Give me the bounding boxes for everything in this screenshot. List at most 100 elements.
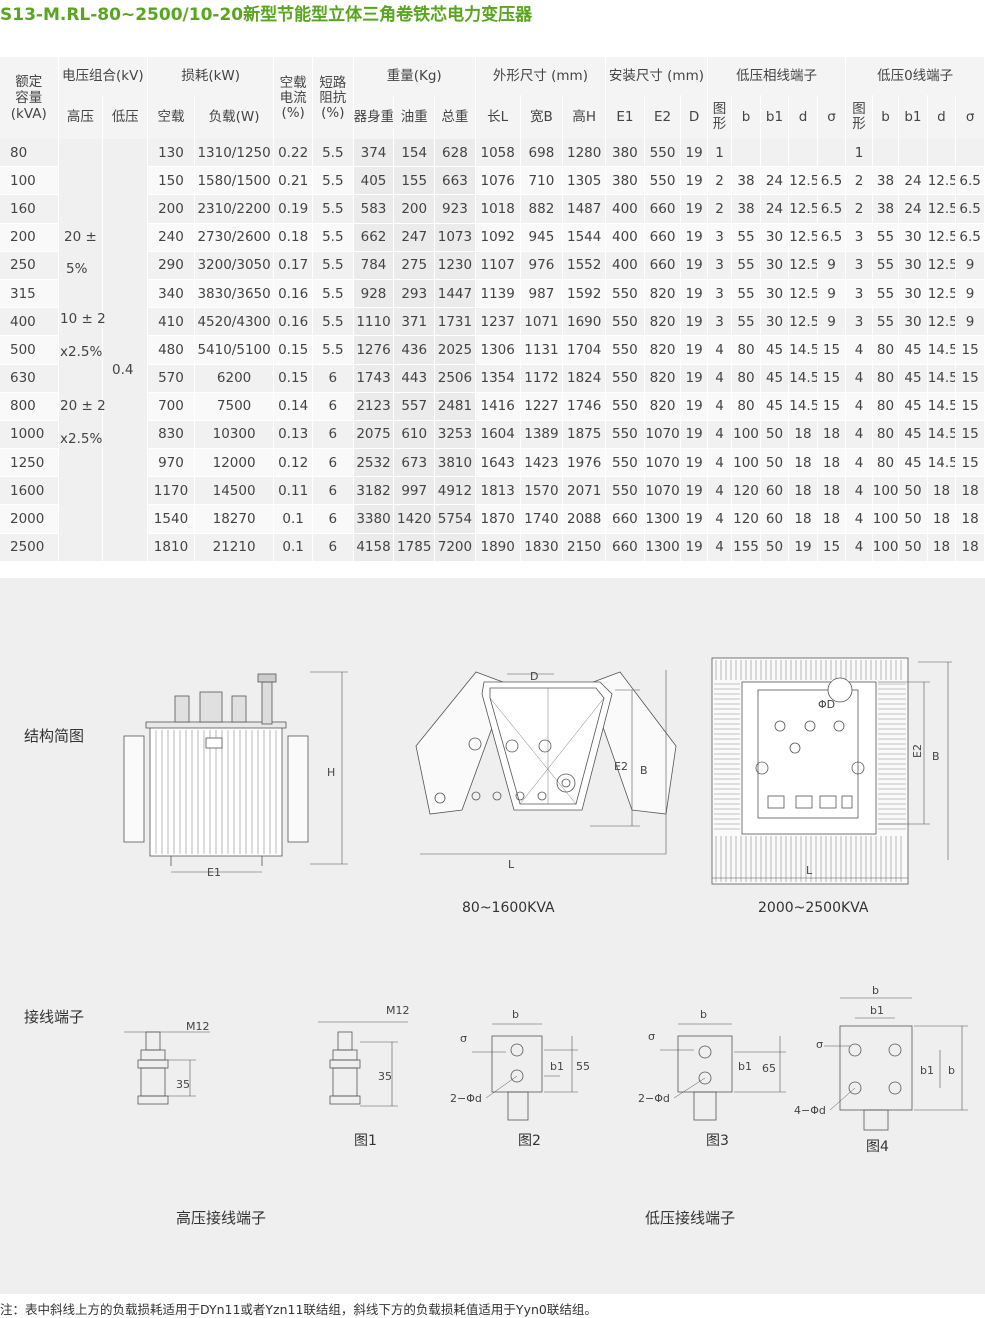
table-cell: 1110 (353, 307, 395, 337)
table-cell: 1000 (0, 420, 59, 450)
table-cell: 155 (393, 166, 436, 196)
table-cell: 0.13 (273, 420, 313, 450)
header-loss: 损耗(kW) (147, 57, 275, 95)
table-cell: 14.5 (927, 335, 957, 365)
table-cell: 100 (731, 420, 761, 450)
table-cell: 19 (680, 364, 708, 393)
table-cell: 18 (955, 533, 985, 562)
table-cell: 14.5 (788, 392, 818, 421)
table-cell: 4 (707, 335, 733, 365)
table-cell: 30 (898, 307, 928, 337)
table-cell: 3 (845, 307, 873, 337)
header-high: 高压 (58, 95, 104, 139)
table-cell: 100 (872, 533, 900, 562)
table-cell: 660 (644, 223, 682, 252)
table-cell: 5754 (434, 504, 476, 534)
dim-E2-tri: E2 (614, 760, 628, 773)
table-cell: 45 (760, 335, 790, 365)
table-cell: 660 (605, 533, 645, 562)
table-cell: 19 (680, 392, 708, 421)
table-cell: 55 (731, 223, 761, 252)
header-lv-zero: 低压0线端子 (845, 57, 985, 95)
table-cell: 1227 (520, 392, 564, 421)
table-cell: 698 (520, 139, 564, 168)
table-cell: 15 (955, 364, 985, 393)
table-cell: 18270 (194, 504, 275, 534)
table-cell: 19 (680, 139, 708, 168)
table-cell: 60 (760, 476, 790, 506)
table-cell: 1300 (644, 504, 682, 534)
table-cell: 1785 (393, 533, 436, 562)
table-cell: 1544 (562, 223, 607, 252)
table-cell: 4 (707, 533, 733, 562)
table-cell: 405 (353, 166, 395, 196)
table-cell: 945 (520, 223, 564, 252)
table-cell: 50 (898, 504, 928, 534)
table-cell: 583 (353, 194, 395, 224)
table-cell: 5410/5100 (194, 335, 275, 365)
table-cell: 19 (680, 420, 708, 450)
table-cell: 700 (147, 392, 195, 421)
fig1-35: 35 (378, 1070, 392, 1083)
table-cell: 663 (434, 166, 476, 196)
table-cell: 12.5 (788, 307, 818, 337)
table-cell: 3810 (434, 448, 476, 478)
table-cell: 0.16 (273, 279, 313, 309)
table-cell: 2310/2200 (194, 194, 275, 224)
table-cell: 45 (898, 420, 928, 450)
fig2-sigma: σ (460, 1032, 467, 1045)
table-cell: 100 (872, 476, 900, 506)
table-cell: 200 (147, 194, 195, 224)
table-cell: 1540 (147, 504, 195, 534)
table-cell: 0.1 (273, 504, 313, 534)
table-cell: 130 (147, 139, 195, 168)
table-cell: 4 (845, 448, 873, 478)
table-cell: 18 (788, 504, 818, 534)
table-cell (731, 139, 761, 168)
table-cell: 19 (680, 476, 708, 506)
header-fig-zero: 图形 (845, 95, 873, 139)
header-hgt: 高H (562, 95, 607, 139)
table-cell: 662 (353, 223, 395, 252)
table-cell: 410 (147, 307, 195, 337)
table-cell: 6.5 (955, 223, 985, 252)
hv-voltage-text: 5% (66, 261, 88, 277)
table-cell: 14.5 (788, 335, 818, 365)
table-cell: 443 (393, 364, 436, 393)
table-cell: 45 (898, 448, 928, 478)
table-cell: 12.5 (788, 194, 818, 224)
table-cell: 1070 (644, 420, 682, 450)
header-e2: E2 (644, 95, 682, 139)
table-cell: 0.17 (273, 251, 313, 280)
header-fig: 图形 (707, 95, 733, 139)
table-cell: 6 (312, 476, 354, 506)
hv-35: 35 (176, 1078, 190, 1091)
table-cell: 14.5 (788, 364, 818, 393)
table-cell: 290 (147, 251, 195, 280)
fig3-drawing (660, 1023, 786, 1121)
table-cell: 9 (817, 307, 847, 337)
table-cell: 315 (0, 279, 59, 309)
table-cell: 2 (707, 194, 733, 224)
table-cell: 30 (898, 223, 928, 252)
table-cell: 374 (353, 139, 395, 168)
table-cell: 3253 (434, 420, 476, 450)
table-cell: 480 (147, 335, 195, 365)
hv-m12: M12 (186, 1020, 210, 1033)
fig4-b: b (872, 984, 879, 997)
table-cell: 0.1 (273, 533, 313, 562)
hv-voltage-text: x2.5% (60, 431, 103, 447)
table-cell: 9 (817, 251, 847, 280)
header-weight: 重量(Kg) (353, 57, 476, 95)
table-cell: 3 (707, 279, 733, 309)
dim-D: D (530, 670, 538, 683)
table-cell: 0.19 (273, 194, 313, 224)
table-cell: 30 (760, 307, 790, 337)
fig1-caption: 图1 (354, 1133, 377, 1149)
table-cell: 3 (845, 251, 873, 280)
table-cell: 550 (605, 476, 645, 506)
